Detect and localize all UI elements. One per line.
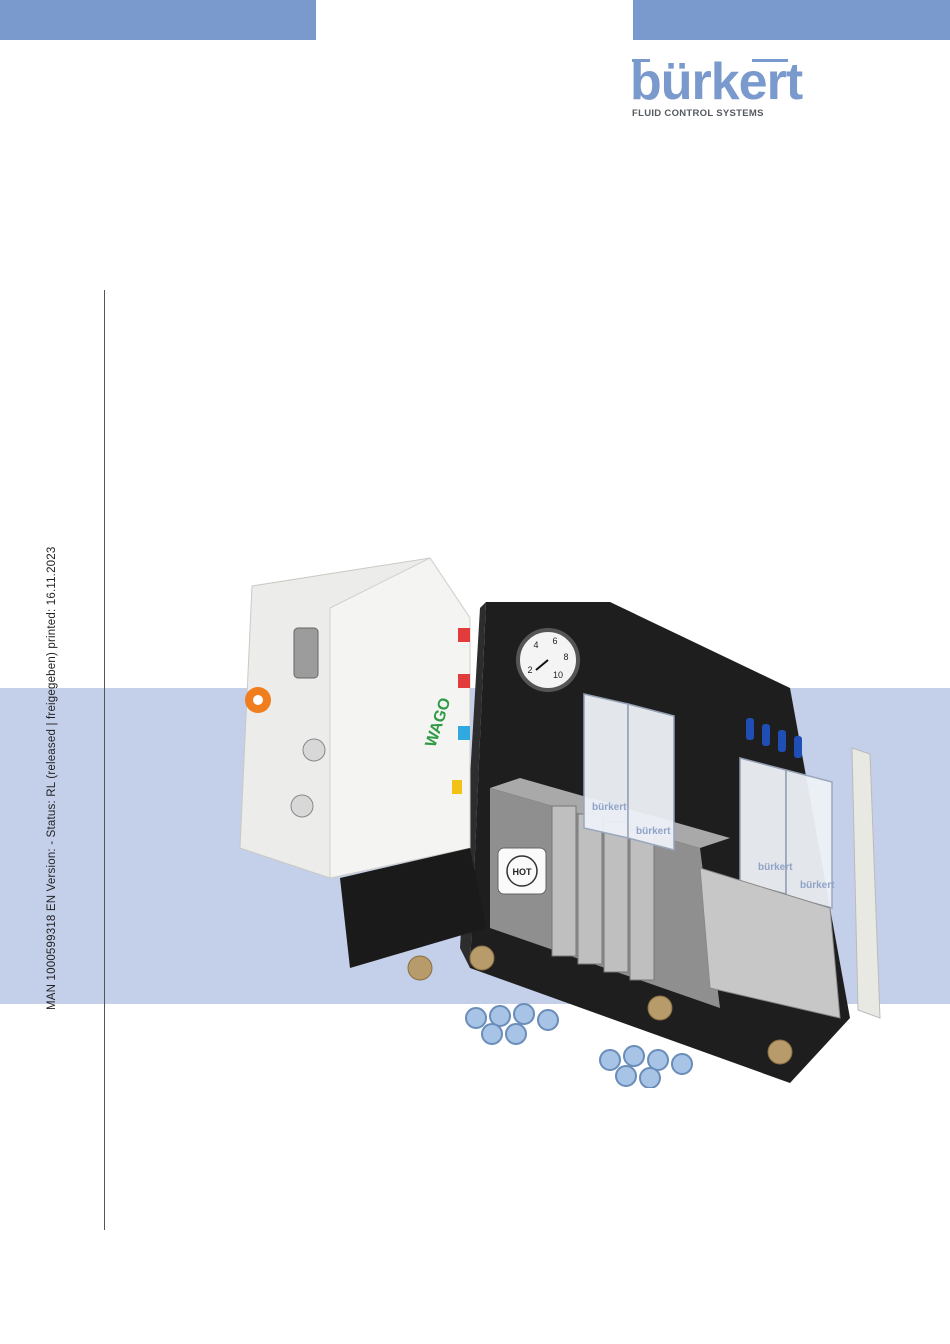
- hot-badge-label: HOT: [513, 867, 533, 877]
- product-photo: 2 4 6 8 10 bürkert bürkert bürkert bürke…: [230, 548, 890, 1088]
- cover-brand-label: bürkert: [592, 802, 627, 813]
- logo-tagline: FLUID CONTROL SYSTEMS: [632, 108, 764, 119]
- gauge-label: 4: [533, 640, 538, 650]
- margin-rule: [104, 290, 105, 1230]
- document-status-note: MAN 1000599318 EN Version: - Status: RL …: [46, 547, 58, 1010]
- header-bar-right: [633, 0, 950, 40]
- logo-wordmark: bürkert: [630, 56, 802, 108]
- cover-brand-label: bürkert: [800, 880, 835, 891]
- burkert-logo: bürkert FLUID CONTROL SYSTEMS: [630, 56, 795, 120]
- header-bar-left: [0, 0, 316, 40]
- gauge-label: 8: [563, 652, 568, 662]
- cover-brand-label: bürkert: [636, 826, 671, 837]
- gauge-label: 10: [553, 670, 563, 680]
- gauge-label: 6: [552, 636, 557, 646]
- gauge-label: 2: [527, 665, 532, 675]
- cover-brand-label: bürkert: [758, 862, 793, 873]
